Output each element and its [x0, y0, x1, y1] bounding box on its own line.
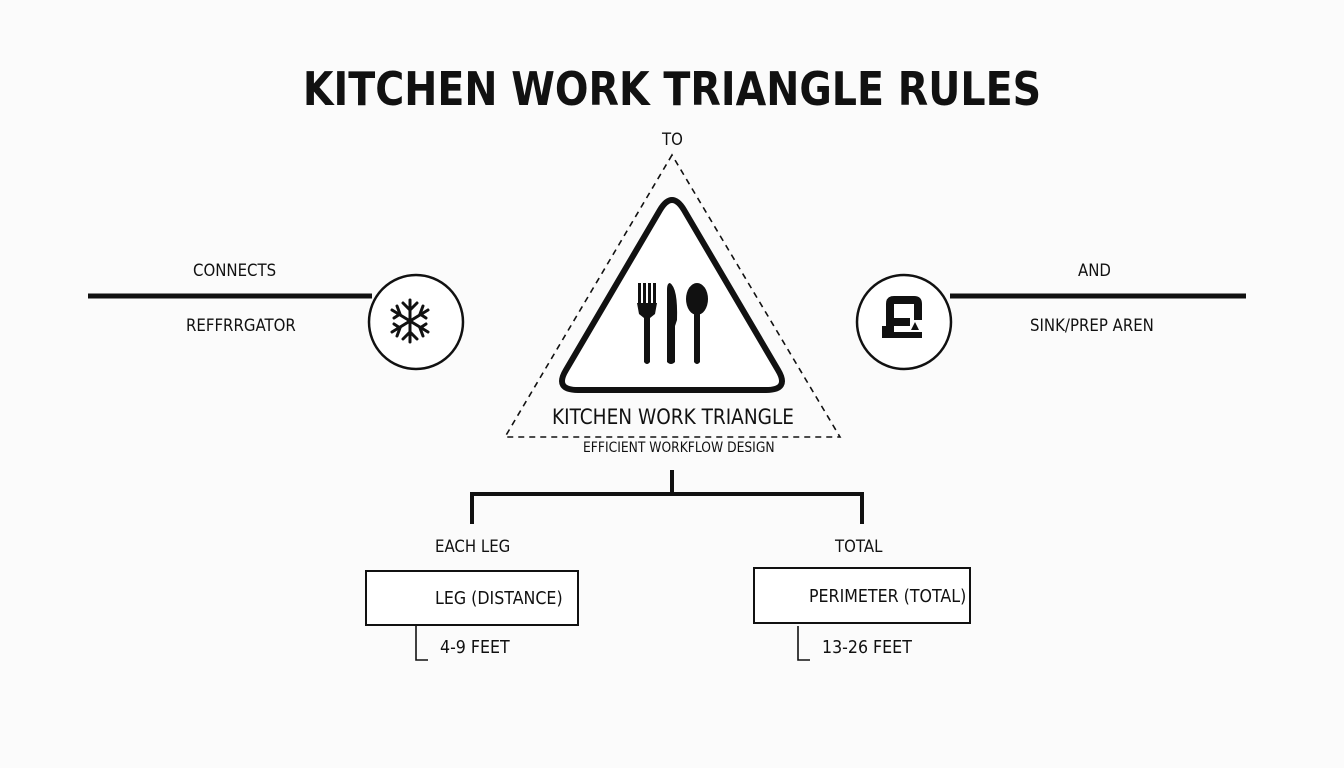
utensils-icon	[637, 283, 708, 364]
center-subtitle: EFFICIENT WORKFLOW DESIGN	[583, 440, 775, 456]
perimeter-total-value: 13-26 FEET	[822, 637, 912, 658]
top-label: TO	[662, 130, 683, 150]
left-connector-label: CONNECTS	[193, 261, 277, 281]
branch-connector	[470, 470, 864, 524]
refrigerator-label: REFFRRGATOR	[186, 316, 296, 336]
value-leaders	[415, 626, 810, 661]
refrigerator-circle	[367, 273, 465, 371]
total-heading: TOTAL	[835, 537, 883, 557]
perimeter-total-label: PERIMETER (TOTAL)	[809, 586, 967, 607]
dashed-triangle-outline	[503, 153, 842, 438]
page-title: KITCHEN WORK TRIANGLE RULES	[302, 62, 1042, 116]
faucet-icon	[882, 296, 922, 338]
perimeter-total-box: PERIMETER (TOTAL)	[753, 567, 971, 624]
sink-label: SINK/PREP AREN	[1030, 316, 1154, 336]
each-leg-heading: EACH LEG	[435, 537, 511, 557]
leg-distance-label: LEG (DISTANCE)	[435, 588, 563, 609]
right-connector-label: AND	[1078, 261, 1111, 281]
leg-distance-value: 4-9 FEET	[440, 637, 510, 658]
center-title: KITCHEN WORK TRIANGLE	[552, 405, 794, 429]
leg-distance-box: LEG (DISTANCE)	[365, 570, 579, 626]
snowflake-icon	[390, 298, 430, 344]
